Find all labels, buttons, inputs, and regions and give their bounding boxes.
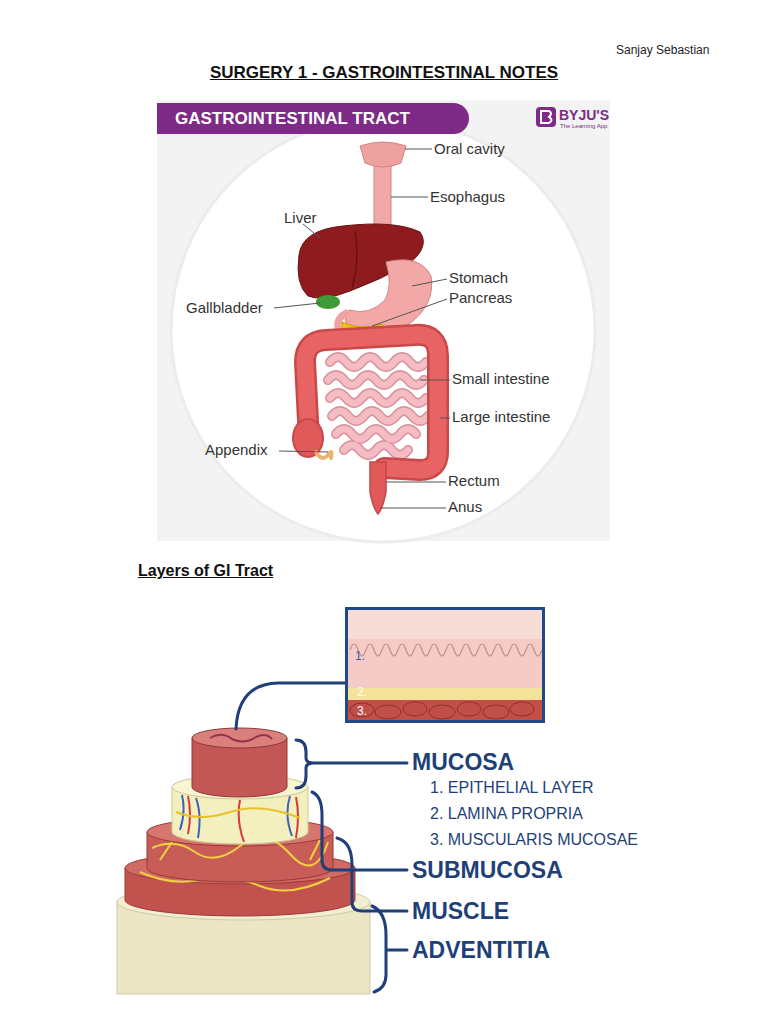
tissue-inset-drawing	[347, 700, 543, 721]
mucosa-layer	[192, 728, 287, 797]
leader-line	[391, 197, 428, 198]
bracket	[236, 683, 407, 992]
figure-panel	[157, 100, 610, 541]
organ-label: Esophagus	[430, 188, 505, 205]
gallbladder-drawing	[316, 295, 340, 309]
appendix-drawing	[316, 452, 332, 458]
logo-tagline: The Learning App	[560, 123, 607, 130]
leader-line	[440, 418, 450, 419]
figure-panel	[157, 100, 610, 542]
bracket	[372, 906, 407, 992]
tissue-inset-drawing	[347, 688, 543, 700]
organ-label: Stomach	[449, 269, 508, 286]
organ-label: Pancreas	[449, 289, 512, 306]
callout-number: 3.	[357, 705, 367, 719]
leader-line	[412, 279, 447, 286]
mucosa-layer	[192, 728, 287, 748]
esophagus-drawing	[360, 142, 406, 167]
logo-icon	[536, 107, 556, 127]
tissue-inset-drawing	[483, 705, 509, 719]
layer-label: MUSCLE	[412, 898, 509, 924]
tissue-inset-box: 1. 2. 3.	[345, 607, 545, 723]
tissue-inset-drawing	[429, 705, 455, 719]
callout-number: 2.	[357, 686, 367, 700]
logo-icon	[541, 111, 552, 123]
sublayer-label: 3. MUSCULARIS MUCOSAE	[430, 831, 638, 849]
logo-icon	[536, 107, 556, 127]
liver-drawing	[352, 232, 357, 288]
organ-label: Gallbladder	[186, 299, 263, 316]
organ-label: Anus	[448, 498, 482, 515]
tissue-inset-drawing	[457, 702, 481, 716]
rectum-drawing	[370, 462, 386, 514]
tissue-inset-drawing	[350, 644, 542, 656]
layer-label: MUCOSA	[412, 749, 514, 775]
stomach-drawing	[345, 260, 432, 335]
bracket	[337, 838, 407, 911]
sublayer-label: 1. EPITHELIAL LAYER	[430, 779, 594, 797]
logo-text: BYJU'S	[559, 107, 609, 123]
banner-text: GASTROINTESTINAL TRACT	[175, 109, 410, 129]
organ-label: Oral cavity	[434, 140, 505, 157]
leader-line	[274, 149, 450, 508]
bracket	[236, 683, 345, 729]
large-intestine-drawing	[305, 335, 438, 470]
bracket	[312, 792, 407, 870]
tissue-inset-drawing	[347, 609, 543, 689]
submucosa-layer	[188, 796, 298, 842]
tissue-inset-drawing	[510, 702, 534, 716]
small-intestine-drawing	[328, 357, 428, 455]
leader-line	[274, 303, 320, 308]
bracket	[296, 740, 407, 788]
mucosa-layer	[210, 735, 272, 742]
tissue-inset-drawing	[347, 609, 543, 639]
leader-line	[386, 482, 446, 483]
author-name: Sanjay Sebastian	[616, 44, 709, 58]
figure-panel	[171, 118, 595, 542]
leader-line	[279, 451, 328, 452]
tissue-inset-drawing	[347, 609, 543, 721]
small-intestine-drawing	[328, 357, 428, 455]
organ-label: Small intestine	[452, 370, 550, 387]
leader-line	[303, 224, 320, 238]
tissue-inset-drawing	[375, 705, 401, 719]
layer-label: ADVENTITIA	[412, 937, 550, 963]
organ-label: Appendix	[205, 441, 268, 458]
organ-label: Liver	[284, 209, 317, 226]
large-intestine-drawing	[293, 335, 438, 470]
tissue-inset-drawing	[350, 702, 534, 719]
sublayer-label: 2. LAMINA PROPRIA	[430, 805, 583, 823]
leader-line	[380, 508, 446, 509]
page-title: SURGERY 1 - GASTROINTESTINAL NOTES	[210, 63, 558, 83]
leader-line	[372, 299, 447, 326]
section-heading: Layers of GI Tract	[138, 562, 273, 580]
callout-number: 1.	[355, 650, 365, 664]
leader-line	[420, 380, 450, 381]
submucosa-layer	[176, 808, 300, 818]
small-intestine-drawing	[328, 357, 428, 455]
organ-label: Large intestine	[452, 408, 550, 425]
layer-label: SUBMUCOSA	[412, 857, 563, 883]
tissue-inset-drawing	[403, 702, 427, 716]
organ-label: Rectum	[448, 472, 500, 489]
title-banner: GASTROINTESTINAL TRACT	[157, 103, 469, 134]
large-intestine-drawing	[305, 335, 438, 470]
leader-line	[405, 149, 432, 150]
